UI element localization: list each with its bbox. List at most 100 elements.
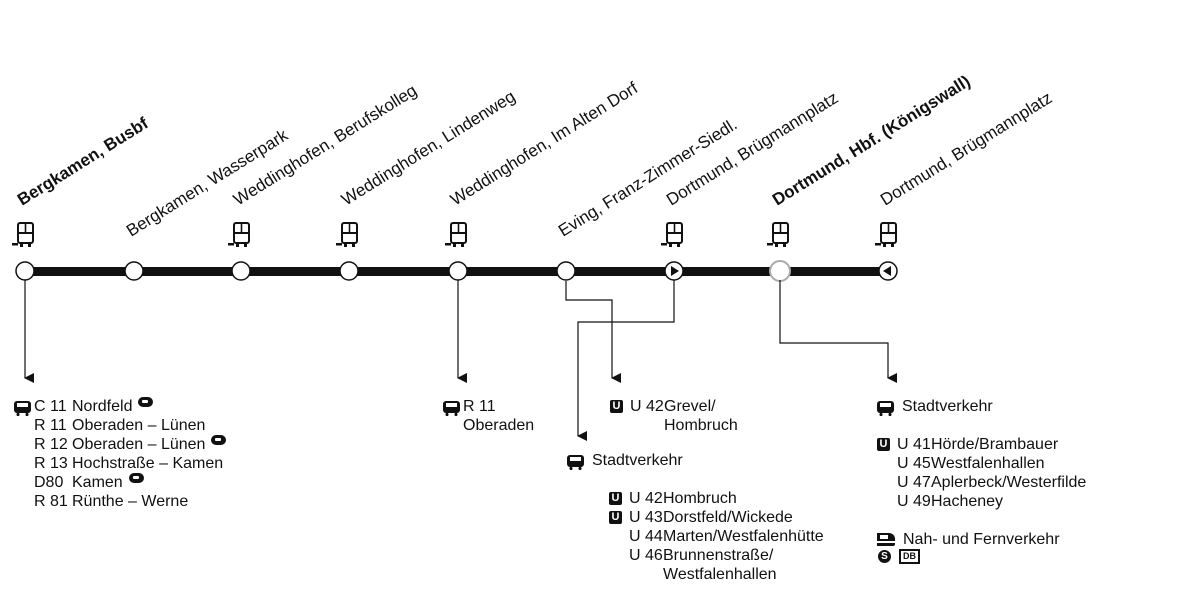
line-number: U 45 <box>897 455 931 472</box>
stop-5: Eving, Franz-Zimmer-Siedl. <box>555 115 741 281</box>
bus-icon <box>567 454 584 470</box>
destination: Aplerbeck/Westerfilde <box>931 474 1087 491</box>
connections-altendorf: R 11 Oberaden <box>443 397 534 435</box>
destination-cont: Hombruch <box>664 417 738 434</box>
bus-stop-icon <box>444 222 467 248</box>
ubahn-icon: U <box>609 492 622 506</box>
connection-row: D80 Kamen <box>14 473 226 492</box>
destination: Grevel/ <box>664 398 716 415</box>
line-number: R 11 <box>463 398 496 415</box>
ubahn-icon: U <box>877 438 890 452</box>
bus-icon <box>14 400 31 416</box>
stadtverkehr-heading: Stadtverkehr <box>877 397 1086 416</box>
stop-7: Dortmund, Hbf. (Königswall) <box>766 72 974 282</box>
destination: Hörde/Brambauer <box>931 436 1059 453</box>
ubahn-icon: U <box>610 400 623 414</box>
rail-label: Nah- und Fernverkehr <box>903 531 1060 548</box>
destination: Oberaden – Lünen <box>72 417 206 434</box>
destination-cont: Westfalenhallen <box>663 566 777 583</box>
stop-label: Bergkamen, Busbf <box>14 114 152 210</box>
line-number: D80 <box>34 474 64 491</box>
line-number: C 11 <box>34 398 67 415</box>
line-number: U 49 <box>897 493 931 510</box>
bus-stop-icon <box>874 222 897 248</box>
line-number: U 42 <box>629 490 663 507</box>
rail-icon <box>138 397 154 407</box>
db-icon: DB <box>899 549 920 564</box>
rail-icon <box>128 473 144 483</box>
heading-label: Stadtverkehr <box>592 452 683 469</box>
destination: Dorstfeld/Wickede <box>663 509 793 526</box>
stadtverkehr-heading: Stadtverkehr <box>567 451 824 470</box>
stop-marker <box>231 261 251 281</box>
sbahn-icon: S <box>878 550 891 563</box>
rail-heading: Nah- und Fernverkehr <box>877 530 1086 549</box>
destination: Kamen <box>72 474 123 491</box>
stop-marker <box>339 261 359 281</box>
line-number: U 46 <box>629 547 663 564</box>
destination: Westfalenhallen <box>931 455 1045 472</box>
stop-label: Dortmund, Brügmannplatz <box>877 88 1055 209</box>
rail-icon <box>211 435 227 445</box>
connection-row: C 11 Nordfeld <box>14 397 226 416</box>
connectors <box>24 280 897 441</box>
connection-row: R 11 Oberaden – Lünen <box>14 416 226 435</box>
destination: Hombruch <box>663 490 737 507</box>
line-number: U 42 <box>630 398 664 415</box>
ubahn-icon: U <box>609 511 622 525</box>
line-number: R 81 <box>34 493 68 510</box>
line-number: U 43 <box>629 509 663 526</box>
direction-left-icon <box>883 266 891 276</box>
bus-stop-icon <box>766 222 789 248</box>
bus-stop-icon <box>335 222 358 248</box>
destination: Rünthe – Werne <box>72 493 189 510</box>
heading-label: Stadtverkehr <box>902 398 993 415</box>
stop-marker <box>448 261 468 281</box>
stop-label: Dortmund, Hbf. (Königswall) <box>769 72 974 210</box>
destination: Hochstraße – Kamen <box>72 455 224 472</box>
stop-marker <box>769 260 791 282</box>
destination: Hacheney <box>931 493 1004 510</box>
bus-stop-icon <box>227 222 250 248</box>
line-number: R 12 <box>34 436 68 453</box>
stop-0: Bergkamen, Busbf <box>11 114 152 281</box>
line-number: R 11 <box>34 417 67 434</box>
destination: Brunnenstraße/ <box>663 547 774 564</box>
destination: Marten/Westfalenhütte <box>663 528 824 545</box>
destination: Oberaden – Lünen <box>72 436 206 453</box>
line-number: U 47 <box>897 474 931 491</box>
train-icon <box>877 533 895 546</box>
line-number: U 44 <box>629 528 663 545</box>
destination: Oberaden <box>463 417 535 434</box>
bus-icon <box>877 400 894 416</box>
bus-stop-icon <box>11 222 34 248</box>
stop-marker <box>15 261 35 281</box>
stop-1: Bergkamen, Wasserpark <box>123 125 292 281</box>
stop-label: Weddinghofen, Lindenweg <box>338 87 519 210</box>
destination: Nordfeld <box>72 398 133 415</box>
line-number: U 41 <box>897 436 931 453</box>
bus-icon <box>443 400 460 416</box>
stop-marker <box>124 261 144 281</box>
direction-right-icon <box>671 266 679 276</box>
bus-stop-icon <box>660 222 683 248</box>
stop-marker <box>556 261 576 281</box>
line-number: R 13 <box>34 455 68 472</box>
